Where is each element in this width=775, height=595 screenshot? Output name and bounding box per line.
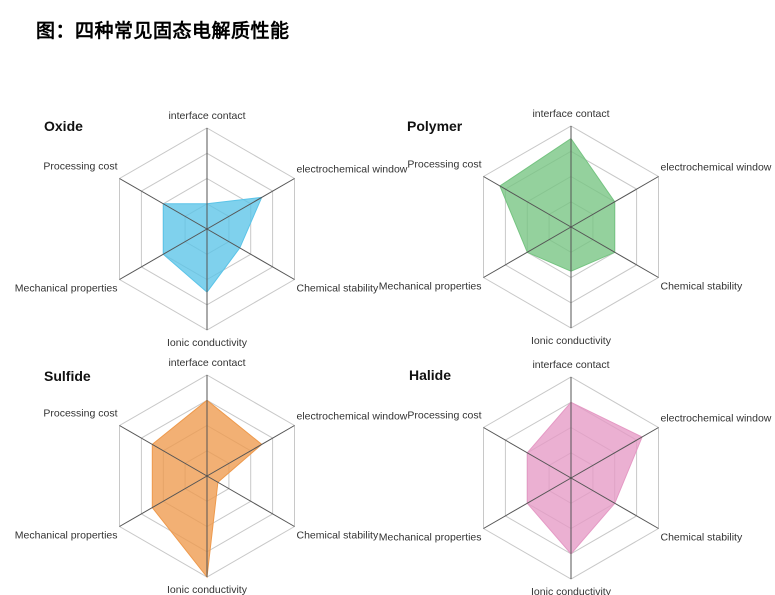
axis-label: interface contact (532, 359, 609, 371)
axis-spoke (119, 228, 208, 280)
axis-spoke (570, 477, 659, 529)
axis-label: Ionic conductivity (531, 335, 612, 347)
axis-label: Ionic conductivity (167, 584, 248, 595)
data-polygon-halide (526, 401, 643, 555)
axis-spoke (119, 178, 208, 230)
axis-label: Ionic conductivity (167, 337, 248, 349)
page-title: 图：四种常见固态电解质性能 (36, 20, 290, 42)
axis-label: Mechanical properties (15, 530, 118, 542)
axis-spoke (570, 226, 659, 278)
axis-label: Chemical stability (297, 283, 379, 295)
axis-label: interface contact (532, 108, 609, 120)
axis-spoke (206, 425, 295, 477)
chart-title: Halide (409, 367, 451, 383)
axis-label: Chemical stability (297, 530, 379, 542)
axis-label: electrochemical window (661, 413, 772, 425)
radar-chart-oxide: interface contact electrochemical windowC… (15, 110, 408, 349)
axis-label: interface contact (168, 110, 245, 122)
axis-label: Processing cost (43, 161, 117, 173)
data-polygon-polymer (499, 137, 616, 272)
axis-spoke (483, 477, 572, 529)
axis-label: electrochemical window (661, 162, 772, 174)
axis-spoke (206, 178, 295, 230)
axis-spoke (119, 475, 208, 527)
axis-spoke (119, 425, 208, 477)
axis-spoke (570, 176, 659, 228)
axis-label: Chemical stability (661, 281, 743, 293)
chart-title: Oxide (44, 118, 83, 134)
axis-label: Processing cost (407, 410, 481, 422)
data-polygon-oxide (162, 196, 263, 293)
axis-label: Processing cost (43, 408, 117, 420)
radar-chart-halide: interface contact electrochemical windowC… (379, 359, 772, 595)
chart-title: Polymer (407, 118, 463, 134)
chart-title: Sulfide (44, 368, 91, 384)
axis-spoke (206, 228, 295, 280)
axis-label: Ionic conductivity (531, 586, 612, 595)
axis-label: Mechanical properties (15, 283, 118, 295)
axis-spoke (206, 475, 295, 527)
axis-label: Mechanical properties (379, 532, 482, 544)
axis-spoke (483, 226, 572, 278)
axis-label: electrochemical window (297, 411, 408, 423)
axis-spoke (483, 427, 572, 479)
axis-label: interface contact (168, 357, 245, 369)
axis-spoke (570, 427, 659, 479)
axis-label: electrochemical window (297, 164, 408, 176)
axis-label: Chemical stability (661, 532, 743, 544)
axis-label: Mechanical properties (379, 281, 482, 293)
radar-chart-polymer: interface contact electrochemical windowC… (379, 108, 772, 347)
axis-label: Processing cost (407, 159, 481, 171)
radar-chart-sulfide: interface contact electrochemical windowC… (15, 357, 408, 595)
axis-spoke (483, 176, 572, 228)
